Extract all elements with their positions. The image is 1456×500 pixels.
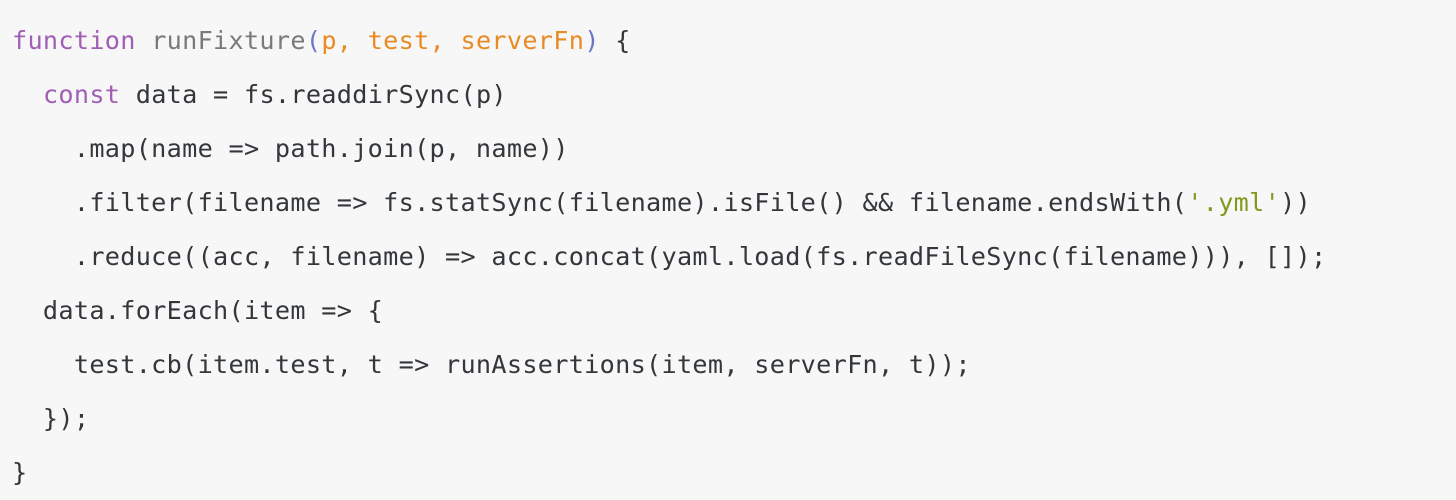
- code-line: });: [12, 392, 1456, 446]
- code-token-string: '.yml': [1187, 188, 1281, 217]
- code-token-plain: }: [12, 458, 28, 487]
- code-token-funcname: runFixture: [151, 26, 306, 55]
- code-token-keyword: const: [42, 80, 121, 109]
- code-line: test.cb(item.test, t => runAssertions(it…: [12, 338, 1456, 392]
- code-line: data.forEach(item => {: [12, 284, 1456, 338]
- code-token-plain: {: [599, 26, 631, 55]
- code-token-plain: test.cb(item.test, t => runAssertions(it…: [12, 350, 971, 379]
- code-token-plain: [12, 80, 43, 109]
- code-token-plain: .filter(filename => fs.statSync(filename…: [12, 188, 1188, 217]
- code-token-plain: [136, 26, 151, 55]
- code-line: const data = fs.readdirSync(p): [12, 68, 1456, 122]
- code-line: .map(name => path.join(p, name)): [12, 122, 1456, 176]
- code-line: .filter(filename => fs.statSync(filename…: [12, 176, 1456, 230]
- code-token-paren: (: [305, 26, 322, 55]
- code-token-plain: });: [12, 404, 90, 433]
- code-token-plain: data = fs.readdirSync(p): [120, 80, 507, 109]
- code-token-param: p, test, serverFn: [321, 26, 585, 55]
- code-token-plain: .reduce((acc, filename) => acc.concat(ya…: [12, 242, 1327, 271]
- code-token-keyword: function: [12, 26, 136, 55]
- code-line: .reduce((acc, filename) => acc.concat(ya…: [12, 230, 1456, 284]
- code-line: function runFixture(p, test, serverFn) {: [12, 14, 1456, 68]
- code-token-paren: ): [584, 26, 600, 55]
- code-token-plain: .map(name => path.join(p, name)): [12, 134, 569, 163]
- code-token-plain: )): [1280, 188, 1312, 217]
- code-token-plain: data.forEach(item => {: [12, 296, 384, 325]
- code-line: }: [12, 446, 1456, 500]
